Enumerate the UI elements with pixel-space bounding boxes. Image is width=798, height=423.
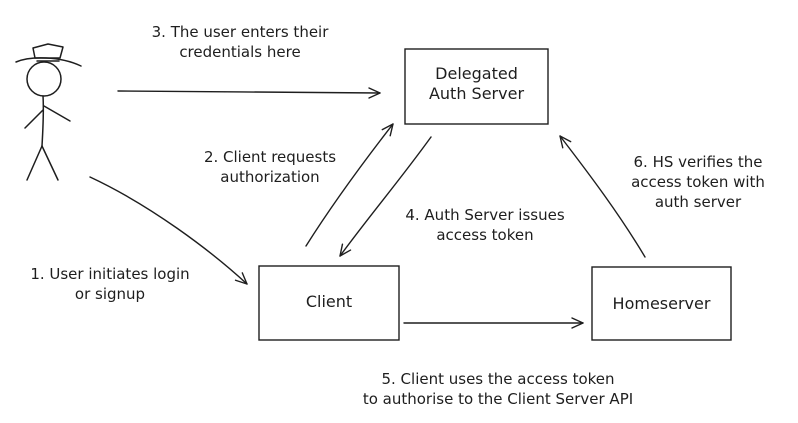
step-5-label: 5. Client uses the access token to autho…	[318, 369, 678, 409]
right-leg	[41, 145, 59, 181]
auth-server-box	[404, 48, 549, 125]
head	[26, 61, 62, 97]
auth-server-label: Delegated Auth Server	[405, 64, 548, 104]
auth-server-label-line1: Delegated	[435, 64, 518, 83]
step-3-line2: credentials here	[179, 43, 301, 61]
step-4-line1: 4. Auth Server issues	[405, 206, 565, 224]
user-figure-icon	[15, 43, 82, 181]
step-5-line2: to authorise to the Client Server API	[362, 390, 634, 408]
step-1-line1: 1. User initiates login	[30, 265, 190, 283]
left-arm	[24, 109, 44, 129]
step-3-line1: 3. The user enters their	[151, 23, 329, 41]
step-3-label: 3. The user enters their credentials her…	[110, 22, 370, 62]
step-6-line3: auth server	[654, 193, 742, 211]
step-4-label: 4. Auth Server issues access token	[380, 205, 590, 245]
step-2-line2: authorization	[220, 168, 320, 186]
client-box	[258, 265, 400, 341]
homeserver-box	[591, 266, 732, 341]
arrow-auth-server-to-client	[339, 136, 432, 257]
step-6-line1: 6. HS verifies the	[633, 153, 763, 171]
body	[41, 95, 45, 147]
arrow-homeserver-to-auth-server	[559, 135, 646, 258]
auth-server-label-line2: Auth Server	[428, 84, 525, 103]
right-arm	[43, 105, 71, 122]
left-leg	[26, 145, 43, 181]
hat-icon	[32, 43, 64, 59]
arrow-client-to-auth-server	[305, 123, 394, 247]
homeserver-label: Homeserver	[612, 294, 711, 313]
arrow-user-to-auth-server	[117, 87, 381, 99]
step-6-line2: access token with	[631, 173, 765, 191]
step-2-label: 2. Client requests authorization	[180, 147, 360, 187]
step-1-line2: or signup	[74, 285, 146, 303]
step-2-line1: 2. Client requests	[203, 148, 337, 166]
arrow-user-to-client	[89, 176, 248, 285]
step-1-label: 1. User initiates login or signup	[10, 264, 210, 304]
step-5-line1: 5. Client uses the access token	[381, 370, 615, 388]
client-label: Client	[305, 292, 353, 311]
step-6-label: 6. HS verifies the access token with aut…	[608, 152, 788, 212]
step-4-line2: access token	[436, 226, 534, 244]
